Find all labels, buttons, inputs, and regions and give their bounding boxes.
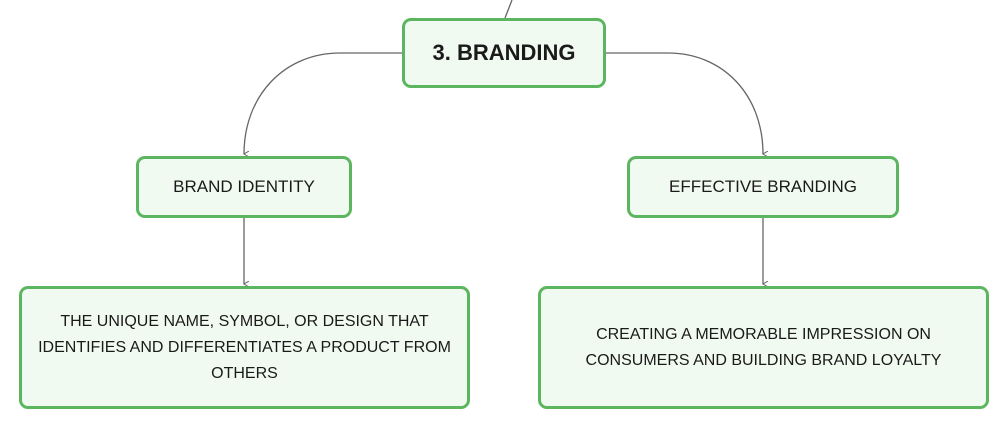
detail-node-brand-identity[interactable]: THE UNIQUE NAME, SYMBOL, OR DESIGN THAT …	[19, 286, 470, 409]
detail-node-effective-branding[interactable]: CREATING A MEMORABLE IMPRESSION ON CONSU…	[538, 286, 989, 409]
branch-node-brand-identity[interactable]: BRAND IDENTITY	[136, 156, 352, 218]
root-node-label: 3. BRANDING	[432, 40, 576, 65]
incoming-connector	[504, 0, 513, 19]
branch-node-label: EFFECTIVE BRANDING	[669, 177, 857, 196]
branch-node-label: BRAND IDENTITY	[173, 177, 315, 196]
connector-root-to-effective-branding	[606, 52, 763, 154]
detail-node-text: CREATING A MEMORABLE IMPRESSION ON CONSU…	[585, 325, 942, 369]
root-node[interactable]: 3. BRANDING	[402, 18, 606, 88]
connector-root-to-brand-identity	[244, 52, 402, 154]
detail-node-text: THE UNIQUE NAME, SYMBOL, OR DESIGN THAT …	[38, 312, 451, 382]
branch-node-effective-branding[interactable]: EFFECTIVE BRANDING	[627, 156, 899, 218]
